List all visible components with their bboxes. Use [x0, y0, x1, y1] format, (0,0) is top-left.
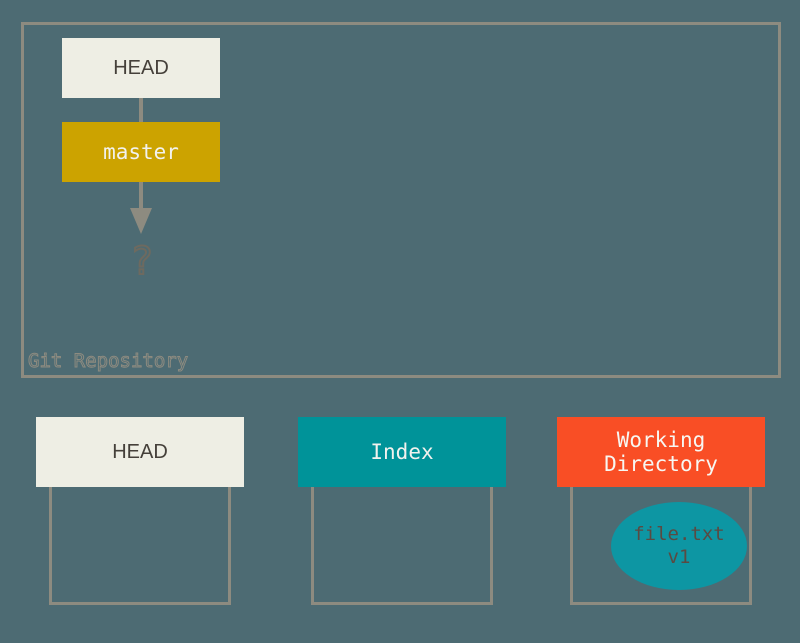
repo-master-label: master	[103, 140, 179, 164]
stage-header-head[interactable]: HEAD	[36, 417, 244, 487]
stage-header-index[interactable]: Index	[298, 417, 506, 487]
repo-head-label: HEAD	[113, 56, 169, 79]
connector-master-to-commit	[139, 182, 143, 210]
repo-master-branch-node[interactable]: master	[62, 122, 220, 182]
stage-body-index	[311, 487, 493, 605]
unknown-commit-question-mark: ?	[130, 239, 155, 283]
file-blob-file-txt[interactable]: file.txt v1	[611, 502, 747, 590]
git-repository-frame	[21, 22, 781, 378]
stage-body-working-directory: file.txt v1	[570, 487, 752, 605]
stage-header-index-label: Index	[370, 440, 434, 464]
git-repository-label: Git Repository	[27, 350, 189, 373]
stage-column-head: HEAD	[36, 417, 244, 607]
connector-head-to-master	[139, 98, 143, 122]
arrow-down-icon	[130, 208, 152, 234]
stage-header-workdir-label-line2: Directory	[604, 452, 718, 476]
stage-header-workdir-label-line1: Working	[616, 428, 706, 452]
file-blob-name: file.txt	[633, 523, 725, 545]
stage-body-head	[49, 487, 231, 605]
stage-header-head-label: HEAD	[112, 440, 168, 463]
stage-header-working-directory[interactable]: Working Directory	[557, 417, 765, 487]
repo-head-node[interactable]: HEAD	[62, 38, 220, 98]
stage-column-working-directory: Working Directory file.txt v1	[557, 417, 765, 607]
file-blob-version: v1	[667, 546, 691, 568]
stage-column-index: Index	[298, 417, 506, 607]
